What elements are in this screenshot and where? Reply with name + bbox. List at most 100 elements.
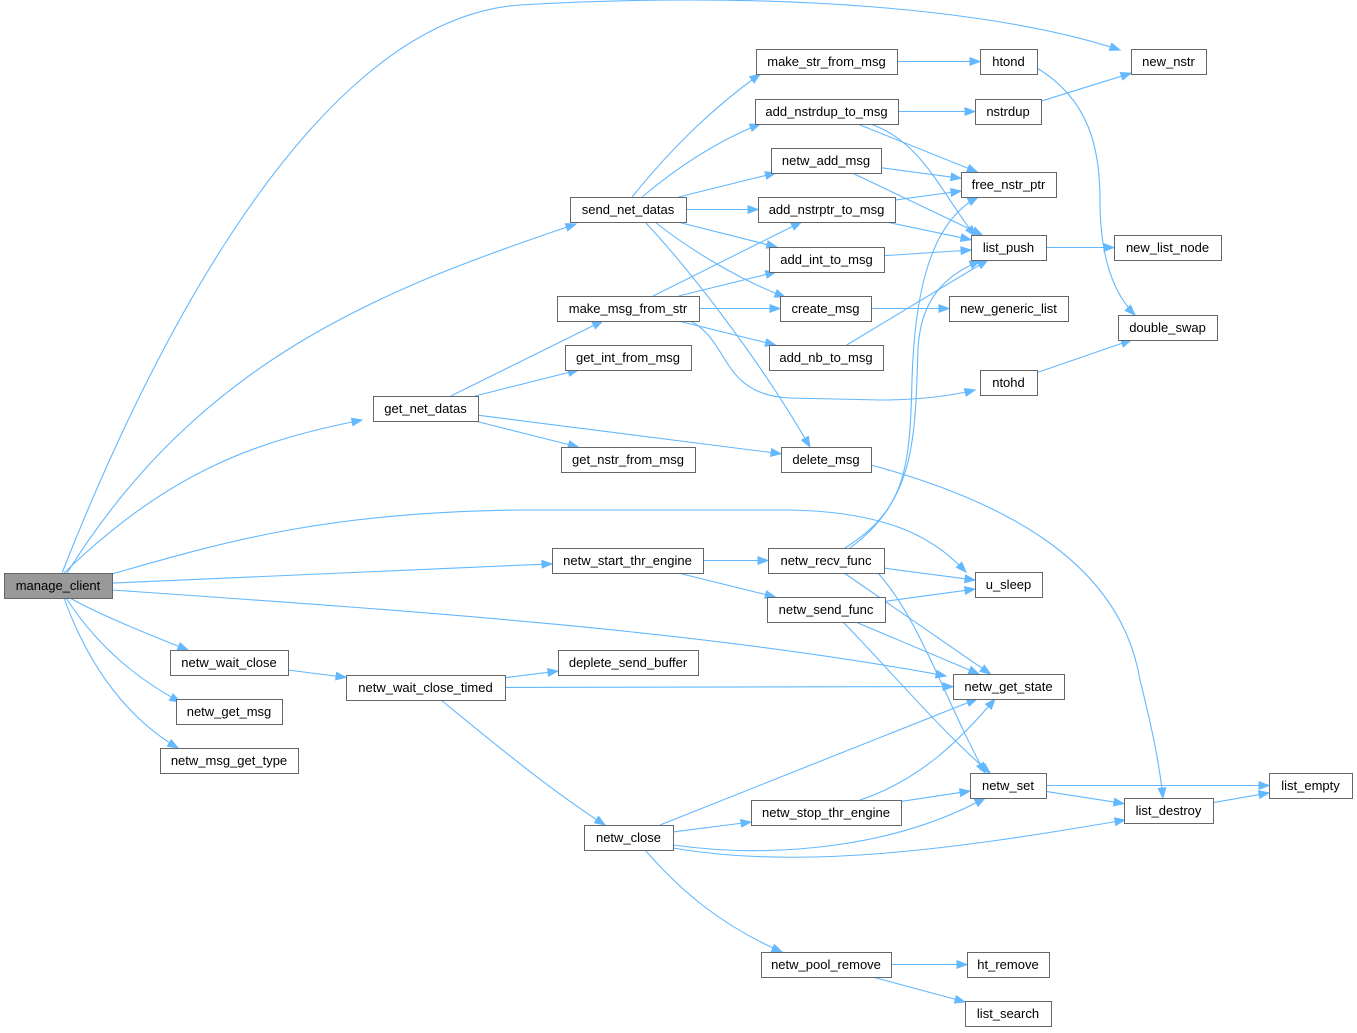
node-make-msg-from-str[interactable]: make_msg_from_str: [557, 296, 700, 322]
edge-netw_recv_func-to-netw_get_state: [843, 572, 992, 675]
edge-netw_send_func-to-u_sleep: [884, 586, 977, 602]
node-box: [756, 49, 898, 75]
node-netw-start-thr-engine[interactable]: netw_start_thr_engine: [552, 548, 704, 574]
node-new-generic-list[interactable]: new_generic_list: [949, 296, 1069, 322]
edge-line: [883, 249, 972, 257]
node-get-net-datas[interactable]: get_net_datas: [373, 396, 479, 422]
arrowhead-icon: [593, 815, 607, 826]
node-label: u_sleep: [986, 577, 1032, 592]
node-netw-close[interactable]: netw_close: [584, 825, 674, 851]
node-netw-get-msg[interactable]: netw_get_msg: [176, 699, 283, 725]
arrowhead-icon: [965, 163, 979, 173]
arrowhead-icon: [963, 388, 977, 397]
node-label: add_nstrptr_to_msg: [769, 202, 885, 217]
node-box: [761, 952, 892, 978]
edge-line: [849, 260, 981, 549]
arrowhead-icon: [335, 671, 348, 681]
edge-line: [869, 123, 976, 237]
node-netw-wait-close[interactable]: netw_wait_close: [170, 650, 289, 676]
node-ntohd[interactable]: ntohd: [980, 370, 1038, 396]
node-box: [561, 447, 696, 473]
node-make-str-from-msg[interactable]: make_str_from_msg: [756, 49, 898, 75]
edge-manage_client-to-new_nstr: [61, 0, 1122, 574]
arrowhead-icon: [547, 667, 560, 677]
node-add-nstrdup-to-msg[interactable]: add_nstrdup_to_msg: [755, 99, 899, 125]
edge-netw_add_msg-to-free_nstr_ptr: [880, 167, 963, 182]
node-list-push[interactable]: list_push: [971, 235, 1047, 261]
node-netw-wait-close-timed[interactable]: netw_wait_close_timed: [346, 675, 506, 701]
edge-line: [672, 797, 986, 852]
node-manage-client[interactable]: manage_client: [4, 573, 113, 599]
arrowhead-icon: [964, 106, 977, 117]
edge-line: [644, 849, 783, 953]
edge-send_net_datas-to-create_msg: [654, 221, 787, 298]
edge-line: [877, 572, 986, 774]
node-box: [975, 99, 1042, 125]
node-netw-add-msg[interactable]: netw_add_msg: [771, 148, 882, 174]
node-box: [781, 447, 872, 473]
node-deplete-send-buffer[interactable]: deplete_send_buffer: [558, 650, 699, 676]
edge-line: [678, 271, 777, 297]
node-add-nb-to-msg[interactable]: add_nb_to_msg: [769, 345, 884, 371]
edge-manage_client-to-netw_wait_close: [69, 597, 190, 651]
node-htond[interactable]: htond: [980, 49, 1038, 75]
node-u-sleep[interactable]: u_sleep: [975, 572, 1043, 598]
arrowhead-icon: [757, 555, 770, 566]
node-add-int-to-msg[interactable]: add_int_to_msg: [769, 247, 885, 273]
node-netw-get-state[interactable]: netw_get_state: [953, 674, 1065, 700]
node-netw-set[interactable]: netw_set: [970, 773, 1047, 799]
edge-netw_recv_func-to-list_push: [849, 260, 982, 549]
edge-line: [644, 221, 811, 448]
node-label: get_net_datas: [384, 401, 467, 416]
edge-line: [1036, 339, 1132, 374]
node-get-nstr-from-msg[interactable]: get_nstr_from_msg: [561, 447, 696, 473]
edge-line: [61, 0, 1121, 574]
edge-create_msg-to-new_generic_list: [871, 303, 951, 314]
edge-line: [857, 123, 978, 173]
node-label: add_nstrdup_to_msg: [765, 104, 887, 119]
node-netw-recv-func[interactable]: netw_recv_func: [768, 548, 885, 574]
node-netw-pool-remove[interactable]: netw_pool_remove: [761, 952, 892, 978]
node-delete-msg[interactable]: delete_msg: [781, 447, 872, 473]
node-add-nstrptr-to-msg[interactable]: add_nstrptr_to_msg: [758, 197, 896, 223]
edge-line: [678, 320, 776, 346]
node-new-list-node[interactable]: new_list_node: [1114, 235, 1222, 261]
node-box: [373, 396, 479, 422]
node-netw-send-func[interactable]: netw_send_func: [767, 597, 886, 623]
arrowhead-icon: [1103, 242, 1116, 253]
edge-manage_client-to-u_sleep: [111, 509, 967, 575]
node-list-destroy[interactable]: list_destroy: [1124, 798, 1214, 824]
node-box: [769, 345, 884, 371]
node-free-nstr-ptr[interactable]: free_nstr_ptr: [961, 172, 1057, 198]
edge-line: [894, 190, 962, 201]
edge-netw_start_thr_engine-to-netw_send_func: [677, 572, 777, 599]
node-label: nstrdup: [986, 104, 1029, 119]
node-list-search[interactable]: list_search: [965, 1001, 1052, 1027]
node-netw-msg-get-type[interactable]: netw_msg_get_type: [160, 748, 299, 774]
node-list-empty[interactable]: list_empty: [1269, 773, 1353, 799]
edge-line: [870, 464, 1164, 799]
node-nstrdup[interactable]: nstrdup: [975, 99, 1042, 125]
node-box: [170, 650, 289, 676]
edge-htond-to-double_swap: [1036, 67, 1136, 316]
node-box: [755, 99, 899, 125]
node-create-msg[interactable]: create_msg: [780, 296, 872, 322]
node-send-net-datas[interactable]: send_net_datas: [570, 197, 687, 223]
node-new-nstr[interactable]: new_nstr: [1131, 49, 1207, 75]
node-get-int-from-msg[interactable]: get_int_from_msg: [565, 345, 692, 371]
node-box: [769, 247, 885, 273]
node-netw-stop-thr-engine[interactable]: netw_stop_thr_engine: [751, 800, 902, 826]
arrowhead-icon: [956, 959, 969, 970]
node-box: [1118, 315, 1218, 341]
edge-make_msg_from_str-to-create_msg: [699, 303, 782, 314]
node-label: ntohd: [992, 375, 1025, 390]
node-ht-remove[interactable]: ht_remove: [967, 952, 1050, 978]
node-label: add_nb_to_msg: [779, 350, 872, 365]
node-label: netw_recv_func: [780, 553, 872, 568]
edge-line: [504, 686, 954, 688]
edge-netw_set-to-list_empty: [1046, 780, 1271, 791]
node-double-swap[interactable]: double_swap: [1118, 315, 1218, 341]
edge-netw_send_func-to-netw_get_state: [855, 621, 981, 675]
edge-send_net_datas-to-delete_msg: [644, 221, 811, 449]
